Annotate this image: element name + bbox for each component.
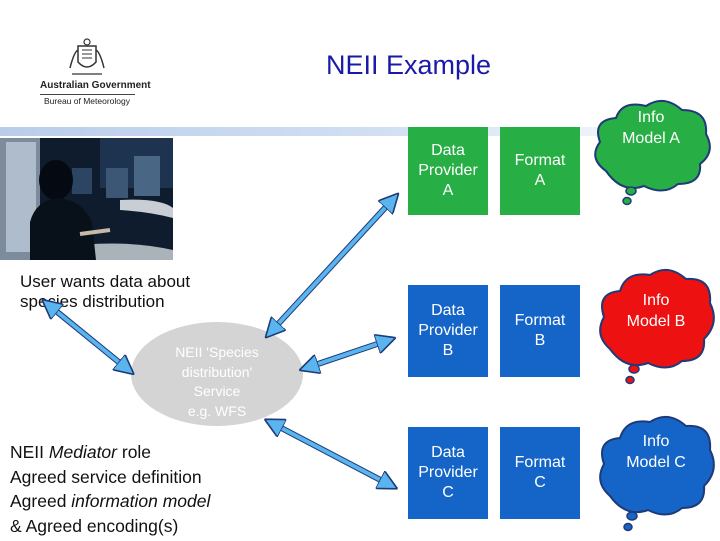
mediator-line-3-italic: information model bbox=[71, 491, 211, 511]
mediator-line-2: Agreed service definition bbox=[10, 466, 202, 487]
info-model-a-cloud: Info Model A bbox=[586, 96, 716, 208]
user-at-computer-photo bbox=[0, 138, 173, 260]
mediator-line-1-prefix: NEII bbox=[10, 442, 49, 462]
mediator-line-3-prefix: Agreed bbox=[10, 491, 72, 511]
data-provider-a-box: Data Provider A bbox=[408, 127, 488, 215]
format-a-box: Format A bbox=[500, 127, 580, 215]
mediator-line-1-suffix: role bbox=[117, 442, 152, 462]
arrow-user-to-service bbox=[45, 302, 131, 372]
cloud-b-shape bbox=[599, 268, 715, 385]
info-model-a-label: Info Model A bbox=[622, 109, 680, 147]
mediator-line-1: NEII Mediator role bbox=[10, 440, 300, 465]
logo-bureau-text: Bureau of Meteorology bbox=[44, 96, 130, 106]
data-provider-c-box: Data Provider C bbox=[408, 427, 488, 519]
arrow-service-to-provider-a bbox=[268, 196, 396, 335]
arrow-service-to-provider-b bbox=[303, 339, 392, 369]
mediator-role-text: NEII Mediator role Agreed service defini… bbox=[10, 440, 300, 538]
info-model-b-label: Info Model B bbox=[626, 292, 686, 330]
format-b-box: Format B bbox=[500, 285, 580, 377]
info-model-c-cloud: Info Model C bbox=[592, 410, 720, 536]
format-c-box: Format C bbox=[500, 427, 580, 519]
info-model-c-label: Info Model C bbox=[626, 433, 686, 471]
coat-of-arms-icon bbox=[69, 38, 105, 75]
mediator-line-1-italic: Mediator bbox=[48, 442, 117, 462]
arrow-service-to-provider-c bbox=[268, 421, 394, 487]
info-model-b-cloud: Info Model B bbox=[592, 265, 720, 389]
header-band bbox=[0, 127, 720, 136]
logo-divider bbox=[40, 94, 135, 95]
neii-service-node bbox=[131, 322, 303, 426]
logo-government-text: Australian Government bbox=[40, 80, 151, 91]
cloud-c-shape bbox=[599, 415, 715, 532]
data-provider-b-box: Data Provider B bbox=[408, 285, 488, 377]
mediator-line-3: Agreed information model bbox=[10, 489, 300, 514]
australian-government-logo: Australian Government Bureau of Meteorol… bbox=[30, 38, 151, 110]
slide-title: NEII Example bbox=[326, 50, 492, 80]
mediator-line-4: & Agreed encoding(s) bbox=[10, 515, 179, 536]
neii-service-label: NEII 'Species distribution' Service e.g.… bbox=[175, 344, 259, 419]
cloud-a-shape bbox=[594, 99, 711, 206]
